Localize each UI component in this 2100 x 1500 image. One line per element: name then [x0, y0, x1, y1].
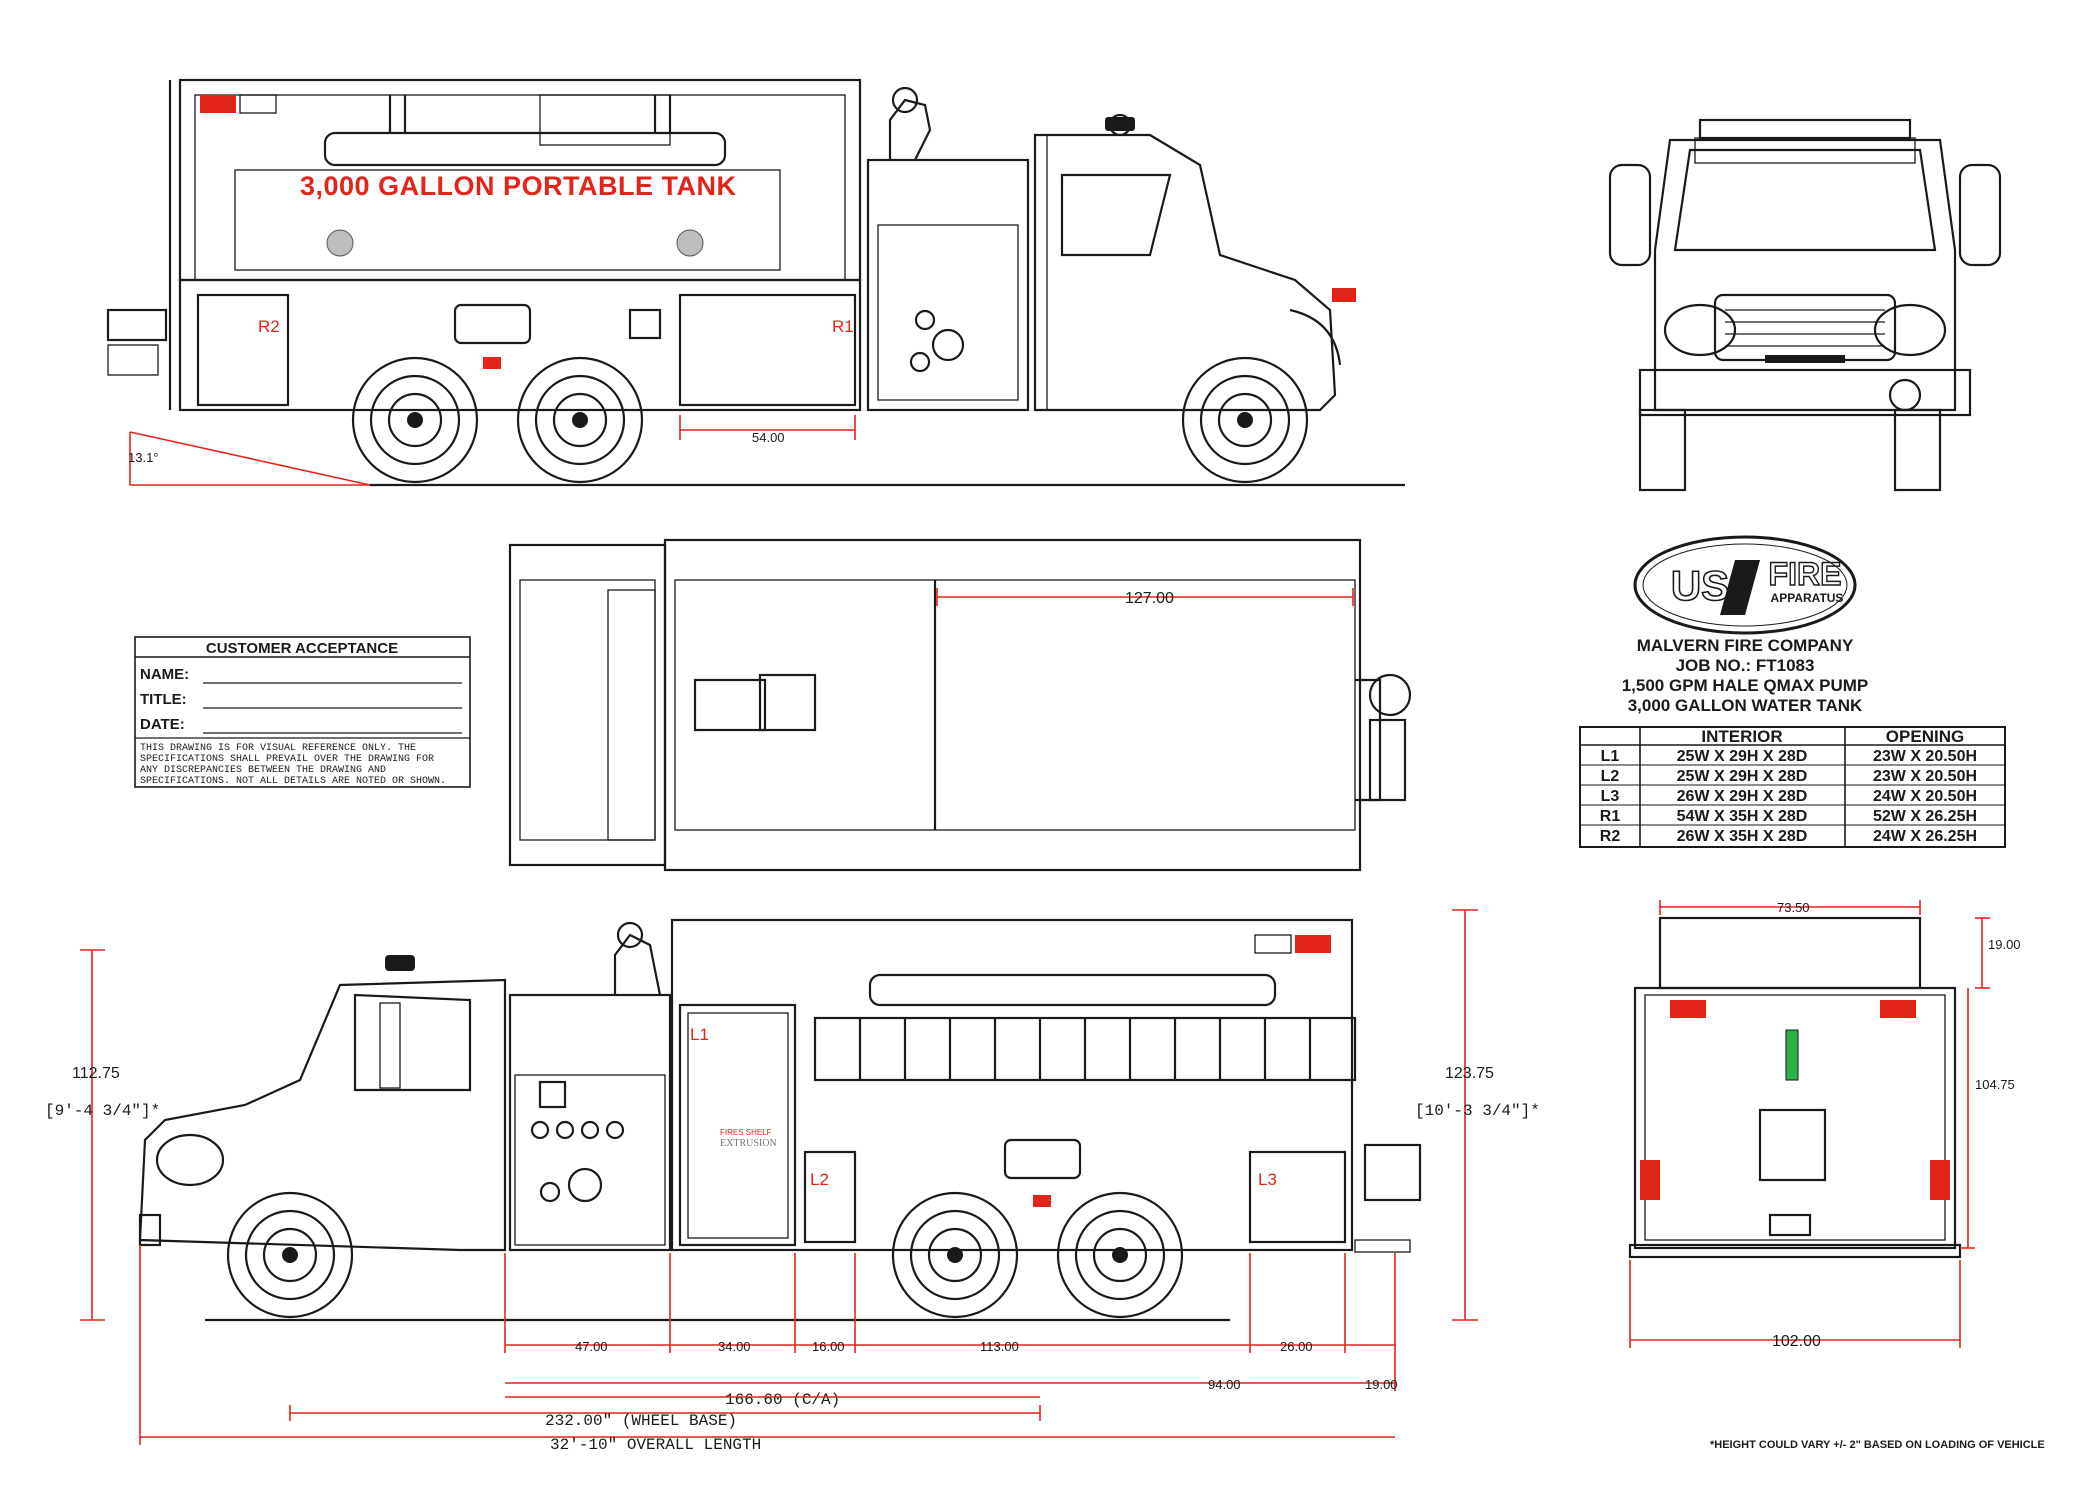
- us-fire-apparatus-logo: US FIRE APPARATUS: [1633, 535, 1857, 635]
- table-cell: 23W X 20.50H: [1873, 748, 1977, 765]
- green-light-bar: [1785, 1029, 1799, 1081]
- disclaimer-line-4: SPECIFICATIONS. NOT ALL DETAILS ARE NOTE…: [140, 776, 446, 787]
- compartment-r2: [196, 293, 290, 407]
- dim-rear-step: 19.00: [1365, 1377, 1398, 1392]
- left-rear-wheel-1: [891, 1191, 1019, 1319]
- label-l2: L2: [810, 1170, 829, 1189]
- dim-body-height-ft: [10'-3 3/4"]*: [1415, 1102, 1540, 1120]
- table-cell: L1: [1601, 748, 1620, 765]
- rear-view: 73.50 19.00 104.75 102.00: [1628, 900, 2021, 1350]
- job-company: MALVERN FIRE COMPANY: [1637, 636, 1854, 655]
- job-number: JOB NO.: FT1083: [1676, 656, 1815, 675]
- top-view: 127.00: [508, 538, 1412, 872]
- compartment-l3: [1248, 1150, 1347, 1244]
- customer-acceptance-box: CUSTOMER ACCEPTANCE NAME: TITLE: DATE: T…: [134, 636, 471, 788]
- table-cell: 54W X 35H X 28D: [1677, 808, 1808, 825]
- table-header-opening: OPENING: [1886, 727, 1964, 746]
- dim-l3-width: 26.00: [1280, 1339, 1313, 1354]
- disclaimer-line-1: THIS DRAWING IS FOR VISUAL REFERENCE ONL…: [140, 743, 416, 754]
- dim-wheel-span: 113.00: [980, 1339, 1019, 1354]
- dim-l2-width: 16.00: [812, 1339, 845, 1354]
- logo-apparatus: APPARATUS: [1771, 591, 1844, 605]
- label-l3: L3: [1258, 1170, 1277, 1189]
- logo-fire: FIRE: [1769, 556, 1842, 592]
- disclaimer-line-3: ANY DISCREPANCIES BETWEEN THE DRAWING AN…: [140, 765, 386, 776]
- label-l1: L1: [690, 1025, 709, 1044]
- dim-pump-width: 47.00: [575, 1339, 608, 1354]
- table-cell: 26W X 29H X 28D: [1677, 788, 1808, 805]
- table-cell: 24W X 26.25H: [1873, 828, 1977, 845]
- height-footnote: *HEIGHT COULD VARY +/- 2" BASED ON LOADI…: [1710, 1439, 2045, 1451]
- table-cell: L3: [1601, 788, 1620, 805]
- table-cell: R1: [1600, 808, 1621, 825]
- dim-departure-angle: 13.1°: [128, 450, 159, 465]
- label-r1: R1: [832, 317, 854, 336]
- job-info: MALVERN FIRE COMPANY JOB NO.: FT1083 1,5…: [1622, 636, 1869, 715]
- right-side-view: 3,000 GALLON PORTABLE TANK R2 R1: [106, 78, 1405, 487]
- field-date-label: DATE:: [140, 716, 185, 733]
- dim-rear-overall-width: 102.00: [1772, 1333, 1821, 1350]
- left-side-view: L1 FIRES SHELF EXTRUSION L2 L3: [45, 909, 1540, 1454]
- dim-overall-length: 32'-10" OVERALL LENGTH: [550, 1436, 761, 1454]
- dim-cab-height: 112.75: [72, 1065, 120, 1082]
- job-pump: 1,500 GPM HALE QMAX PUMP: [1622, 676, 1869, 695]
- left-rear-wheel-2: [1056, 1191, 1184, 1319]
- compartment-table: INTERIOR OPENING L1 25W X 29H X 28D 23W …: [1579, 726, 2006, 848]
- compartment-l2: [803, 1150, 857, 1244]
- dim-top-length: 127.00: [1125, 590, 1174, 607]
- label-r2: R2: [258, 317, 280, 336]
- dim-rear-top-height: 19.00: [1988, 937, 2021, 952]
- table-cell: 24W X 20.50H: [1873, 788, 1977, 805]
- field-title-label: TITLE:: [140, 691, 187, 708]
- table-cell: R2: [1600, 828, 1621, 845]
- compartment-l1: [678, 1003, 797, 1247]
- table-cell: 25W X 29H X 28D: [1677, 748, 1808, 765]
- logo-us: US: [1671, 562, 1729, 609]
- right-front-wheel: [1181, 356, 1309, 484]
- disclaimer-line-2: SPECIFICATIONS SHALL PREVAIL OVER THE DR…: [140, 754, 434, 765]
- acceptance-title: CUSTOMER ACCEPTANCE: [206, 640, 398, 657]
- dim-rear-top-width: 73.50: [1777, 900, 1810, 915]
- table-cell: 26W X 35H X 28D: [1677, 828, 1808, 845]
- dim-rear-overhang: 94.00: [1208, 1377, 1241, 1392]
- right-rear-wheel-2: [516, 356, 644, 484]
- portable-tank-label: 3,000 GALLON PORTABLE TANK: [300, 171, 737, 201]
- table-cell: 23W X 20.50H: [1873, 768, 1977, 785]
- table-cell: 52W X 26.25H: [1873, 808, 1977, 825]
- front-view: [1608, 118, 2002, 492]
- dim-r1-width: 54.00: [752, 430, 785, 445]
- dim-ca: 166.60 (C/A): [725, 1391, 840, 1409]
- dim-cab-height-ft: [9'-4 3/4"]*: [45, 1102, 160, 1120]
- dim-wheelbase: 232.00" (WHEEL BASE): [545, 1412, 737, 1430]
- table-cell: 25W X 29H X 28D: [1677, 768, 1808, 785]
- table-cell: L2: [1601, 768, 1620, 785]
- dim-rear-height: 104.75: [1975, 1077, 2015, 1092]
- dim-l1-width: 34.00: [718, 1339, 751, 1354]
- table-header-interior: INTERIOR: [1701, 727, 1782, 746]
- left-front-wheel: [226, 1191, 354, 1319]
- right-rear-wheel-1: [351, 356, 479, 484]
- shelf-note-1: FIRES SHELF: [720, 1128, 772, 1137]
- compartment-r1: [678, 293, 857, 407]
- dim-body-height: 123.75: [1445, 1065, 1494, 1082]
- shelf-note-2: EXTRUSION: [720, 1138, 777, 1149]
- field-name-label: NAME:: [140, 666, 189, 683]
- job-tank: 3,000 GALLON WATER TANK: [1628, 696, 1863, 715]
